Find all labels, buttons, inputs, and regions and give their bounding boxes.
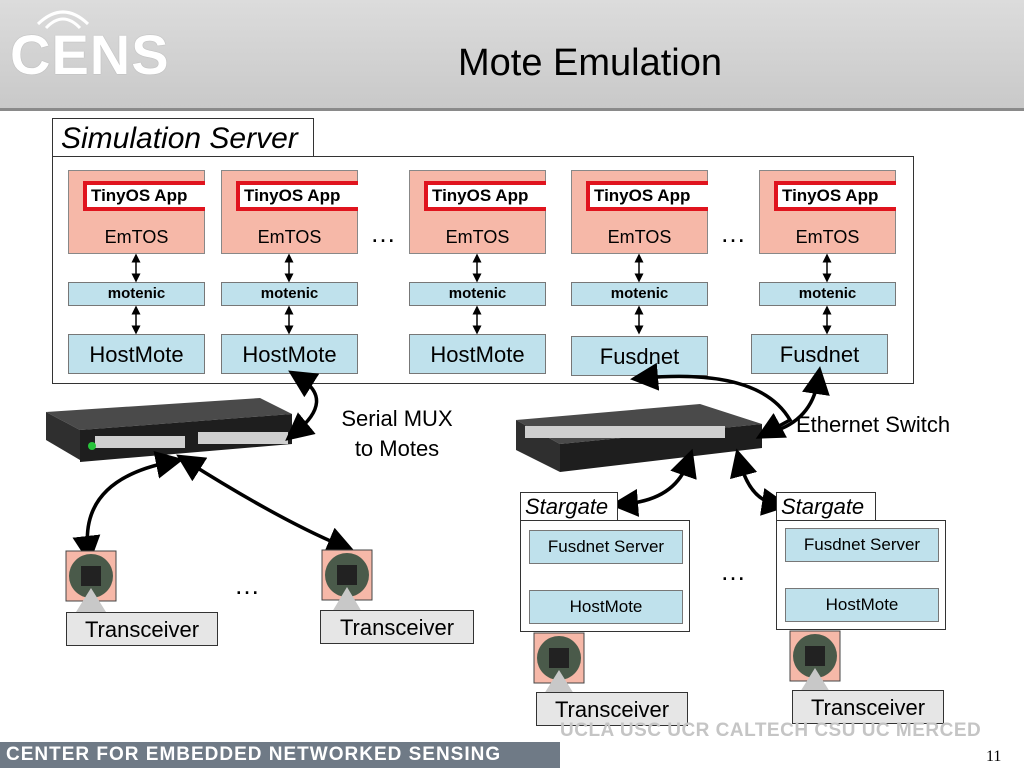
ethernet-switch-label: Ethernet Switch: [796, 412, 951, 437]
slide-title: Mote Emulation: [457, 42, 722, 84]
tinyos-app-label: TinyOS App: [236, 181, 358, 211]
stargate-label: Stargate: [520, 492, 618, 520]
serial-mux-device: [46, 398, 292, 462]
hostmote-box: HostMote: [409, 334, 546, 374]
ellipsis: …: [720, 218, 746, 248]
emtos-node: TinyOS App EmTOS: [221, 170, 358, 254]
tinyos-app-label: TinyOS App: [424, 181, 546, 211]
simulation-server-label: Simulation Server: [52, 118, 314, 156]
emtos-label: EmTOS: [795, 227, 860, 247]
motenic-box: motenic: [221, 282, 358, 306]
emtos-label: EmTOS: [445, 227, 510, 247]
serial-mux-label: Serial MUX to Motes: [341, 406, 453, 461]
transceiver-box: Transceiver: [320, 610, 474, 644]
mote-icon-left: [65, 550, 117, 612]
fusdnet-server-box: Fusdnet Server: [785, 528, 939, 562]
hostmote-box: HostMote: [68, 334, 205, 374]
hostmote-box: HostMote: [221, 334, 358, 374]
mote-icon-stargate-1: [533, 632, 585, 694]
emtos-node: TinyOS App EmTOS: [759, 170, 896, 254]
footer-org-name: CENTER FOR EMBEDDED NETWORKED SENSING: [6, 744, 502, 765]
transceiver-box: Transceiver: [536, 692, 688, 726]
fusdnet-server-box: Fusdnet Server: [529, 530, 683, 564]
emtos-node: TinyOS App EmTOS: [68, 170, 205, 254]
slide-header: [0, 0, 1024, 111]
emtos-node: TinyOS App EmTOS: [409, 170, 546, 254]
hostmote-box: HostMote: [529, 590, 683, 624]
stargate-label: Stargate: [776, 492, 876, 520]
motenic-box: motenic: [571, 282, 708, 306]
tinyos-app-label: TinyOS App: [774, 181, 896, 211]
ellipsis: …: [720, 556, 746, 586]
emtos-label: EmTOS: [257, 227, 322, 247]
motenic-box: motenic: [68, 282, 205, 306]
signal-icon: [36, 10, 90, 30]
emtos-node: TinyOS App EmTOS: [571, 170, 708, 254]
transceiver-box: Transceiver: [66, 612, 218, 646]
footer-bar: [0, 742, 560, 768]
footer-partners: UCLA USC UCR CALTECH CSU UC MERCED: [560, 720, 982, 741]
motenic-box: motenic: [759, 282, 896, 306]
emtos-label: EmTOS: [104, 227, 169, 247]
ethernet-switch-device: [516, 404, 762, 472]
tinyos-app-label: TinyOS App: [586, 181, 708, 211]
ellipsis: …: [234, 570, 260, 600]
tinyos-app-label: TinyOS App: [83, 181, 205, 211]
cens-logo: CENS: [10, 23, 170, 86]
emtos-label: EmTOS: [607, 227, 672, 247]
mote-icon-right: [321, 549, 373, 612]
mote-icon-stargate-2: [789, 630, 841, 692]
hostmote-box: HostMote: [785, 588, 939, 622]
transceiver-box: Transceiver: [792, 690, 944, 724]
ellipsis: …: [370, 218, 396, 248]
page-number: 11: [986, 748, 1002, 765]
